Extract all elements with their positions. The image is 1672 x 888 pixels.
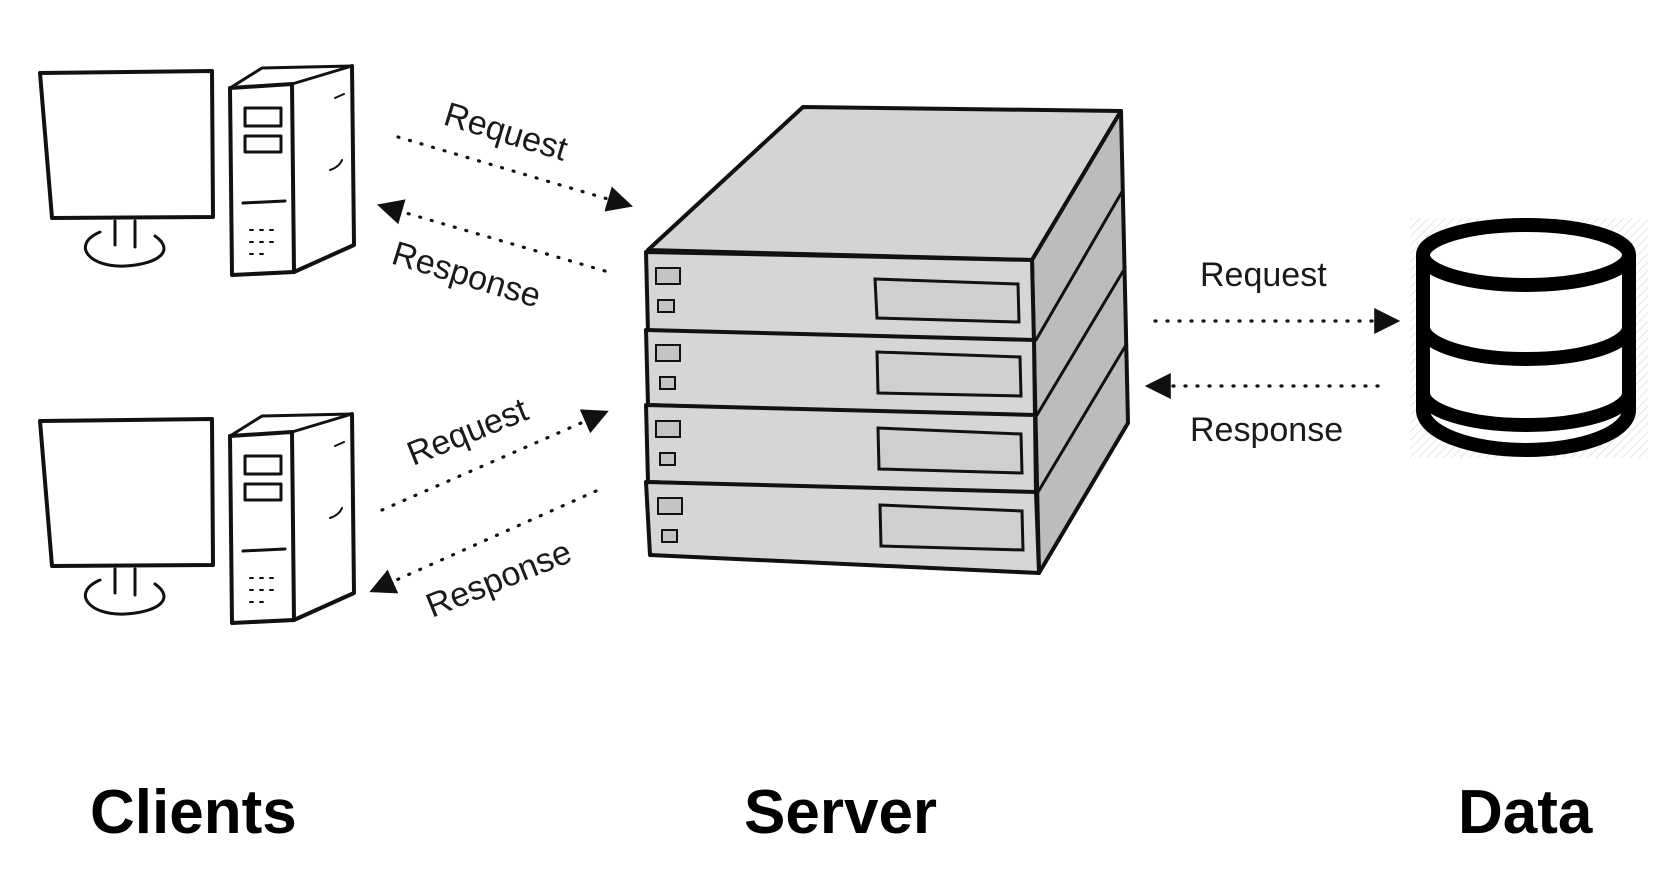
client-computer-2-icon (38, 412, 356, 625)
arrow-client2-response (369, 489, 598, 594)
database-icon (1410, 218, 1648, 458)
data-caption: Data (1458, 778, 1593, 847)
arrow-client1-request (396, 135, 633, 212)
client1-response-label: Response (388, 234, 546, 315)
client1-request-label: Request (440, 95, 573, 169)
clients-caption: Clients (90, 778, 297, 847)
server-unit-4 (644, 480, 1041, 575)
client2-response-label: Response (421, 533, 577, 626)
arrow-client2-request (380, 409, 609, 512)
data-response-label: Response (1190, 411, 1343, 449)
server-caption: Server (744, 778, 937, 847)
client2-request-label: Request (402, 391, 534, 474)
data-request-label: Request (1200, 256, 1327, 294)
arrow-client1-response (377, 199, 607, 273)
server-unit-1 (644, 250, 1036, 345)
server-rack-icon (644, 105, 1130, 575)
client-computer-1-icon (38, 64, 356, 277)
